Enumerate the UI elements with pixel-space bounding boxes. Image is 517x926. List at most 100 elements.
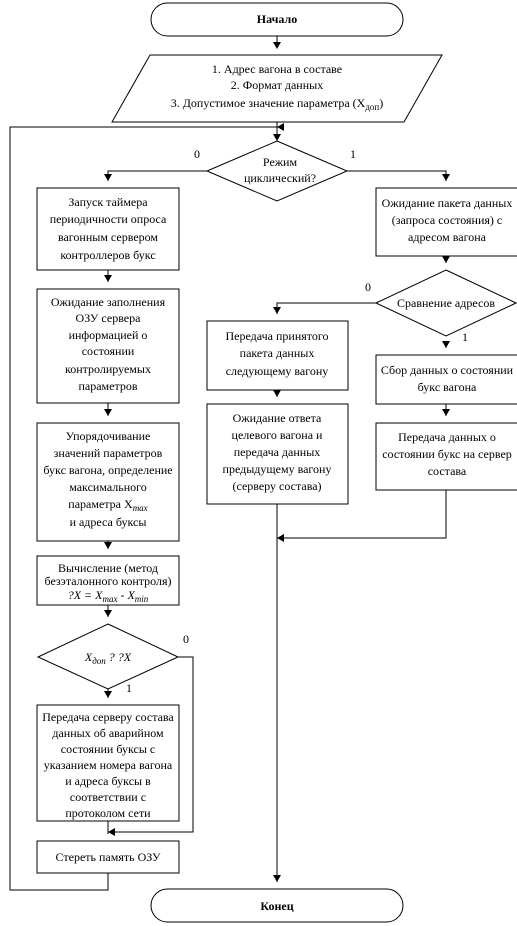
arrow-down-icon (104, 174, 112, 181)
svg-text:следующему вагону: следующему вагону (226, 364, 329, 378)
svg-text:Упорядочивание: Упорядочивание (66, 429, 151, 443)
svg-text:и адреса буксы в: и адреса буксы в (65, 774, 151, 788)
step-send-state: Передача данных о состоянии букс на серв… (375, 422, 517, 491)
arrow-down-icon (104, 275, 112, 282)
svg-text:(серверу состава): (серверу состава) (232, 479, 321, 493)
svg-text:Передача данных о: Передача данных о (398, 430, 496, 444)
arrow-down-icon (273, 875, 281, 882)
arrow-down-icon (273, 390, 281, 397)
svg-text:протоколом сети: протоколом сети (65, 806, 151, 820)
svg-text:состоянии: состоянии (82, 344, 135, 358)
arrow-down-icon (273, 42, 281, 49)
input-line-1: 1. Адрес вагона в составе (212, 62, 342, 76)
arrow-down-icon (442, 256, 450, 263)
svg-text:букс вагона: букс вагона (418, 380, 477, 394)
input-line-2: 2. Формат данных (231, 78, 323, 92)
start-label: Начало (257, 12, 297, 26)
arrow-left-icon (108, 828, 115, 836)
svg-text:букс вагона, определение: букс вагона, определение (43, 463, 172, 477)
svg-text:значений параметров: значений параметров (54, 446, 163, 460)
svg-text:Сбор данных о состоянии: Сбор данных о состоянии (381, 363, 514, 377)
decision-mode-line-1: Режим (263, 155, 298, 169)
arrow-left-icon (277, 123, 284, 131)
svg-text:предыдущему вагону: предыдущему вагону (223, 462, 332, 476)
arrow-down-icon (273, 134, 281, 141)
step-forward: Передача принятого пакета данных следующ… (206, 320, 349, 391)
arrow-down-icon (104, 542, 112, 549)
decision-mode-yes-label: 1 (350, 147, 356, 161)
arrow-left-icon (277, 534, 284, 542)
svg-text:параметра Xmax: параметра Xmax (68, 497, 147, 513)
decision-mode-no-label: 0 (194, 147, 200, 161)
decision-address-yes-label: 1 (462, 330, 468, 344)
svg-text:информацией о: информацией о (69, 328, 148, 342)
decision-address-no-label: 0 (365, 280, 371, 294)
connector-cmp-no (108, 656, 194, 833)
decision-compare: Xдоп ? ?X 0 1 (36, 623, 189, 695)
decision-compare-no-label: 0 (183, 632, 189, 646)
svg-text:Передача серверу состава: Передача серверу состава (42, 710, 174, 724)
end-label: Конец (260, 899, 293, 913)
svg-text:безэталонного контроля): безэталонного контроля) (45, 574, 172, 588)
connector-mode-yes (347, 170, 447, 181)
calc-formula: ?X = Xmax - Xmin (68, 588, 149, 604)
start-terminal: Начало (150, 2, 404, 37)
svg-text:состоянии букс на сервер: состоянии букс на сервер (382, 447, 512, 461)
decision-compare-yes-label: 1 (126, 681, 132, 695)
svg-text:пакета данных: пакета данных (240, 346, 315, 360)
arrow-down-icon (442, 409, 450, 416)
svg-text:состава: состава (428, 464, 467, 478)
svg-text:Ожидание заполнения: Ожидание заполнения (51, 295, 166, 309)
svg-text:указанием номера вагона: указанием номера вагона (44, 758, 173, 772)
svg-text:вагонным сервером: вагонным сервером (58, 230, 158, 244)
decision-address: Сравнение адресов 0 1 (365, 269, 517, 344)
input-block: 1. Адрес вагона в составе 2. Формат данн… (111, 54, 443, 123)
arrow-down-icon (104, 691, 112, 698)
step-sort: Упорядочивание значений параметров букс … (36, 422, 180, 542)
arrow-down-icon (442, 174, 450, 181)
svg-text:соответствии с: соответствии с (70, 790, 146, 804)
connectors (9, 36, 447, 891)
step-timer: Запуск таймера периодичности опроса ваго… (36, 187, 180, 271)
connector-addr-no (276, 302, 376, 314)
svg-text:(запроса состояния) с: (запроса состояния) с (392, 213, 502, 227)
svg-text:периодичности опроса: периодичности опроса (50, 212, 167, 226)
arrow-down-icon (104, 610, 112, 617)
svg-text:данных об аварийном: данных об аварийном (52, 726, 164, 740)
step-send-alarm: Передача серверу состава данных об авари… (36, 704, 180, 822)
end-terminal: Конец (150, 888, 404, 923)
svg-text:Вычисление (метод: Вычисление (метод (58, 561, 158, 575)
svg-text:передача данных: передача данных (234, 445, 321, 459)
svg-text:ОЗУ сервера: ОЗУ сервера (76, 311, 142, 325)
step-collect: Сбор данных о состоянии букс вагона (375, 354, 517, 405)
arrowheads (104, 42, 450, 882)
svg-text:максимального: максимального (69, 480, 147, 494)
connector-mode-no (107, 170, 207, 181)
arrow-down-icon (104, 409, 112, 416)
svg-text:Запуск таймера: Запуск таймера (68, 195, 148, 209)
svg-text:адресом вагона: адресом вагона (408, 230, 487, 244)
step-clear-ram: Стереть память ОЗУ (36, 840, 180, 874)
svg-text:контроллеров букс: контроллеров букс (60, 248, 155, 262)
svg-text:и адреса буксы: и адреса буксы (70, 515, 147, 529)
connector-send-merge (277, 490, 447, 539)
svg-text:Передача принятого: Передача принятого (226, 329, 329, 343)
svg-text:целевого вагона и: целевого вагона и (232, 428, 323, 442)
decision-address-label: Сравнение адресов (397, 296, 495, 310)
step-wait-reply: Ожидание ответа целевого вагона и переда… (206, 403, 349, 505)
decision-mode-line-2: циклический? (244, 171, 316, 185)
step-calc: Вычисление (метод безэталонного контроля… (36, 555, 180, 606)
svg-text:состоянии буксы с: состоянии буксы с (61, 742, 156, 756)
svg-text:Стереть память ОЗУ: Стереть память ОЗУ (56, 850, 161, 864)
input-line-3: 3. Допустимое значение параметра (Xдоп) (171, 96, 383, 112)
svg-text:Ожидание пакета данных: Ожидание пакета данных (382, 196, 513, 210)
decision-compare-label: Xдоп ? ?X (84, 650, 132, 666)
arrow-down-icon (273, 307, 281, 314)
svg-text:Ожидание ответа: Ожидание ответа (233, 411, 322, 425)
svg-text:контролируемых: контролируемых (65, 362, 151, 376)
step-wait-packet: Ожидание пакета данных (запроса состояни… (375, 187, 517, 257)
arrow-down-icon (442, 341, 450, 348)
step-wait-ram: Ожидание заполнения ОЗУ сервера информац… (36, 288, 180, 404)
connector-loop-back (9, 126, 277, 891)
